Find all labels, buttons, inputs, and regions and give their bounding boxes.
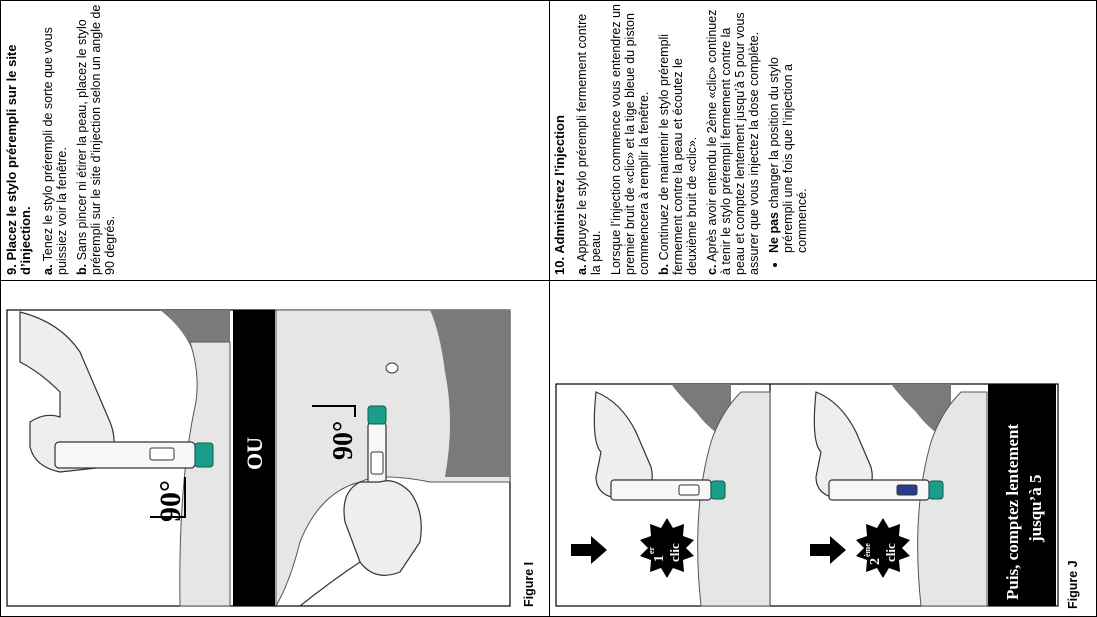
figure-j-illustration: 1 er clic 2 ème clic Puis, comptez lente… (555, 383, 1059, 607)
step9-a: a. Tenez le stylo prérempli de sorte que… (41, 2, 69, 275)
figure-i-pen-cap-right (367, 405, 387, 425)
figure-j-click-badge-1 (640, 518, 694, 578)
step9-text-cell: 9. Placez le stylo prérempli sur le site… (2, 2, 548, 279)
figure-j-click2-num: 2 (868, 558, 883, 565)
figure-j-click2-word: clic (883, 543, 898, 562)
figure-i-angle-marker-right (312, 405, 356, 417)
figure-j-skin-1 (697, 391, 771, 607)
figure-i-angle-text-2: 90° (328, 421, 359, 460)
figure-j-click-badge-2 (856, 518, 910, 578)
figure-j-click1-num: 1 (652, 555, 667, 562)
step10-b-label: b. (657, 263, 671, 275)
row-divider (0, 280, 1097, 281)
step10-title: 10. Administrez l’injection (552, 115, 567, 275)
figure-i-hand-left (19, 311, 115, 473)
figure-i-navel (385, 362, 399, 374)
figure-i-clothing-right (430, 310, 510, 477)
figure-j-pen-window-1 (678, 484, 700, 496)
figure-i-angle-marker-left (150, 477, 186, 518)
figure-j-click1-word: clic (667, 543, 682, 562)
step9-title: 9. Placez le stylo prérempli sur le site… (4, 44, 33, 276)
figure-j-click1-sup: er (647, 546, 656, 554)
step9-b: b. Sans pincer ni étirer la peau, placez… (75, 2, 117, 275)
step10-b-text: Continuez de maintenir le stylo prérempl… (657, 33, 699, 275)
figure-j-arrow-2 (810, 536, 846, 564)
step10-a-label: a. (575, 264, 589, 275)
step9-b-text: Sans pincer ni étirer la peau, placez le… (75, 4, 117, 275)
step9-a-label: a. (41, 264, 55, 275)
step9-a-text: Tenez le stylo prérempli de sorte que vo… (41, 27, 69, 275)
figure-j-banner-line1: Puis, comptez lentement (1003, 424, 1022, 600)
figure-j-pen-window-2 (896, 484, 918, 496)
step10-c-text: Après avoir entendu le 2ème «clic» conti… (705, 9, 761, 275)
figure-i-angle-text-1: 90° (154, 480, 187, 522)
step10-bullet: Ne pas changer la position du stylo prér… (767, 2, 809, 253)
step10-b: b. Continuez de maintenir le stylo prére… (657, 2, 699, 275)
figure-i-hand-right (343, 480, 422, 576)
step10-text-cell: 10. Administrez l’injection a. Appuyez l… (551, 2, 1095, 279)
figure-j-pen-cap-2 (928, 480, 944, 500)
figure-j-clothing-2 (891, 384, 951, 442)
figure-i-skin-left (179, 341, 231, 607)
step9-b-label: b. (75, 263, 89, 275)
figure-i-pen-window-left (149, 447, 175, 461)
figure-j-banner-line2: jusqu’à 5 (1026, 474, 1045, 543)
figure-j-click2-sup: ème (863, 543, 872, 557)
step10-c-label: c. (705, 264, 719, 275)
figure-j-skin-2 (917, 391, 988, 607)
step10-c: c. Après avoir entendu le 2ème «clic» co… (705, 2, 761, 275)
step10-a-text: Appuyez le stylo prérempli fermement con… (575, 13, 603, 275)
figure-i-illustration: 90° OU 90° (6, 309, 511, 608)
figure-j-pen-cap-1 (710, 480, 726, 500)
figure-j-banner (988, 384, 1056, 606)
step10-bullets: Ne pas changer la position du stylo prér… (767, 2, 809, 275)
figure-i-label: Figure I (522, 561, 536, 607)
figure-j-clothing-1 (671, 384, 731, 442)
figure-i-wrist-right (299, 561, 361, 607)
figure-i-or-band (233, 310, 275, 606)
step10-a2: Lorsque l’injection commence vous entend… (609, 4, 651, 275)
figure-i-or-text: OU (242, 437, 267, 470)
step10-bullet-bold: Ne pas (767, 212, 781, 253)
figure-j-label: Figure J (1066, 560, 1080, 609)
figure-i-pen-window-right (370, 451, 384, 475)
figure-i-pen-cap-left (194, 442, 214, 468)
figure-j-arrow-1 (571, 536, 607, 564)
step10-a: a. Appuyez le stylo prérempli fermement … (575, 2, 603, 275)
column-divider (549, 0, 550, 617)
